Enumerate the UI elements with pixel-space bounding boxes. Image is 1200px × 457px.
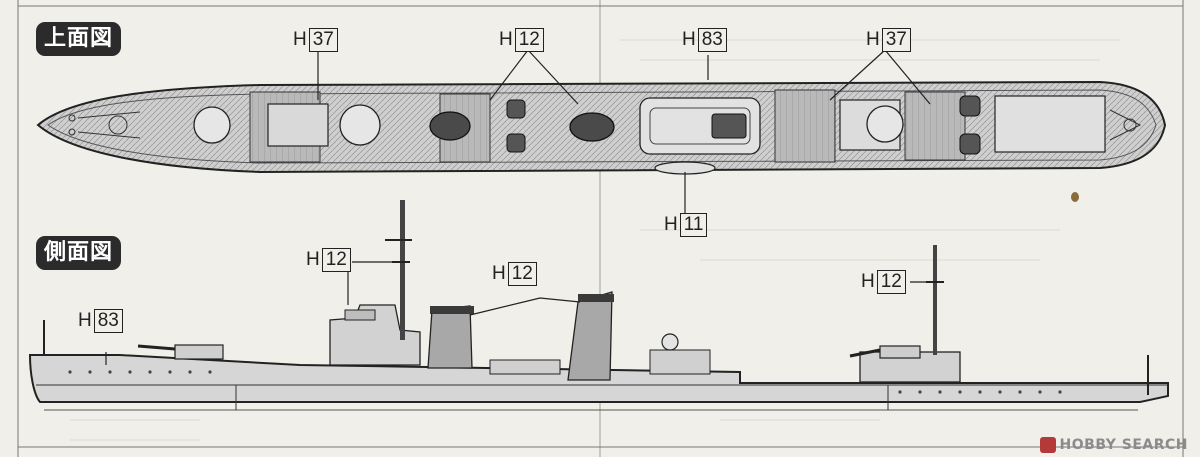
side-view-hull [28, 200, 1169, 411]
side-view-title: 側面図 [36, 236, 122, 270]
portholes [68, 370, 1062, 394]
top-leader-lines [317, 49, 931, 214]
top-view-title: 上面図 [36, 22, 122, 56]
top-view-hull [36, 80, 1167, 175]
paper-stain [1071, 192, 1079, 202]
hobby-search-watermark: HOBBY SEARCH [1039, 437, 1188, 453]
hobby-search-logo-icon [1039, 437, 1056, 453]
